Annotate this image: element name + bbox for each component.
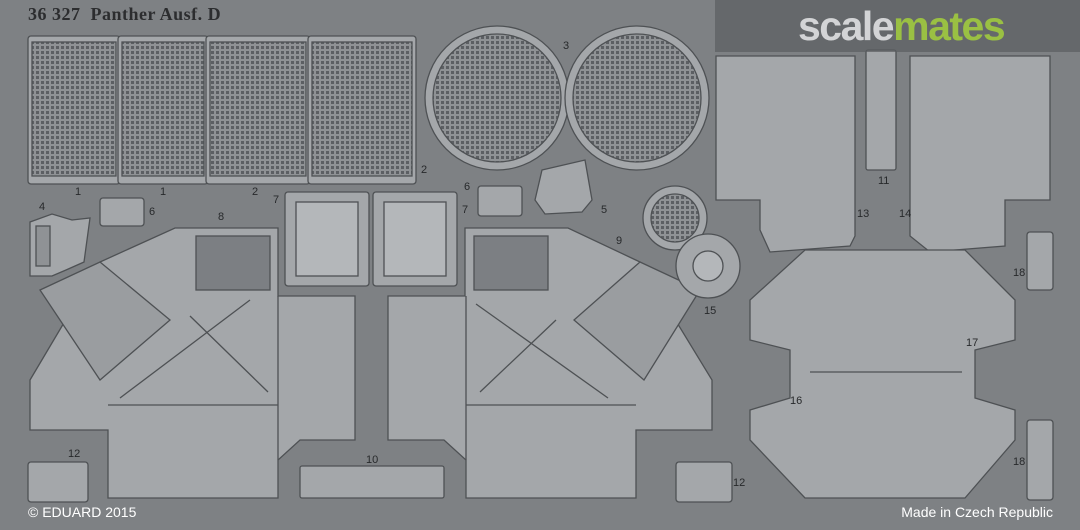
left-engine-deck [29, 227, 356, 499]
part-number-label: 1 [160, 186, 167, 198]
rear-plate [749, 249, 1016, 499]
logo-text-part2: mates [893, 3, 1006, 49]
logo-text-part1: scale [798, 3, 895, 49]
boxes [284, 191, 458, 287]
part-number-label: 13 [857, 208, 870, 220]
part-number-label: 3 [563, 40, 570, 52]
part-number-label: 2 [421, 164, 428, 176]
grille-panels [27, 35, 417, 185]
part-number-label: 6 [149, 206, 156, 218]
small-rings [642, 185, 741, 299]
part-number-label: 10 [366, 454, 379, 466]
part-number-label: 2 [252, 186, 259, 198]
side-panels [715, 49, 1051, 253]
origin-text: Made in Czech Republic [901, 504, 1053, 520]
kit-code: 36 327 [28, 4, 81, 24]
kit-header: 36 327 Panther Ausf. D [28, 4, 221, 25]
part-number-label: 17 [966, 337, 979, 349]
part-number-label: 14 [899, 208, 912, 220]
part-number-label: 12 [68, 448, 81, 460]
small-brackets [29, 159, 593, 277]
copyright-text: © EDUARD 2015 [28, 504, 137, 520]
clips [1026, 231, 1054, 501]
right-engine-deck [387, 227, 713, 499]
part-number-label: 16 [790, 395, 803, 407]
part-number-label: 6 [464, 181, 471, 193]
round-grilles [424, 25, 710, 171]
part-number-label: 12 [733, 477, 746, 489]
part-number-label: 15 [704, 305, 717, 317]
part-number-label: 7 [462, 204, 469, 216]
part-number-label: 4 [39, 201, 46, 213]
strips [27, 461, 733, 503]
part-number-label: 11 [878, 175, 890, 187]
scalemates-logo: scalemates [798, 2, 1006, 50]
logo-banner [715, 0, 1080, 52]
part-number-label: 8 [218, 211, 225, 223]
part-number-label: 7 [273, 194, 280, 206]
part-number-label: 5 [601, 204, 608, 216]
part-number-label: 1 [75, 186, 82, 198]
kit-title: Panther Ausf. D [90, 4, 222, 24]
part-number-label: 18 [1013, 456, 1026, 468]
part-number-label: 9 [616, 235, 623, 247]
part-number-label: 18 [1013, 267, 1026, 279]
